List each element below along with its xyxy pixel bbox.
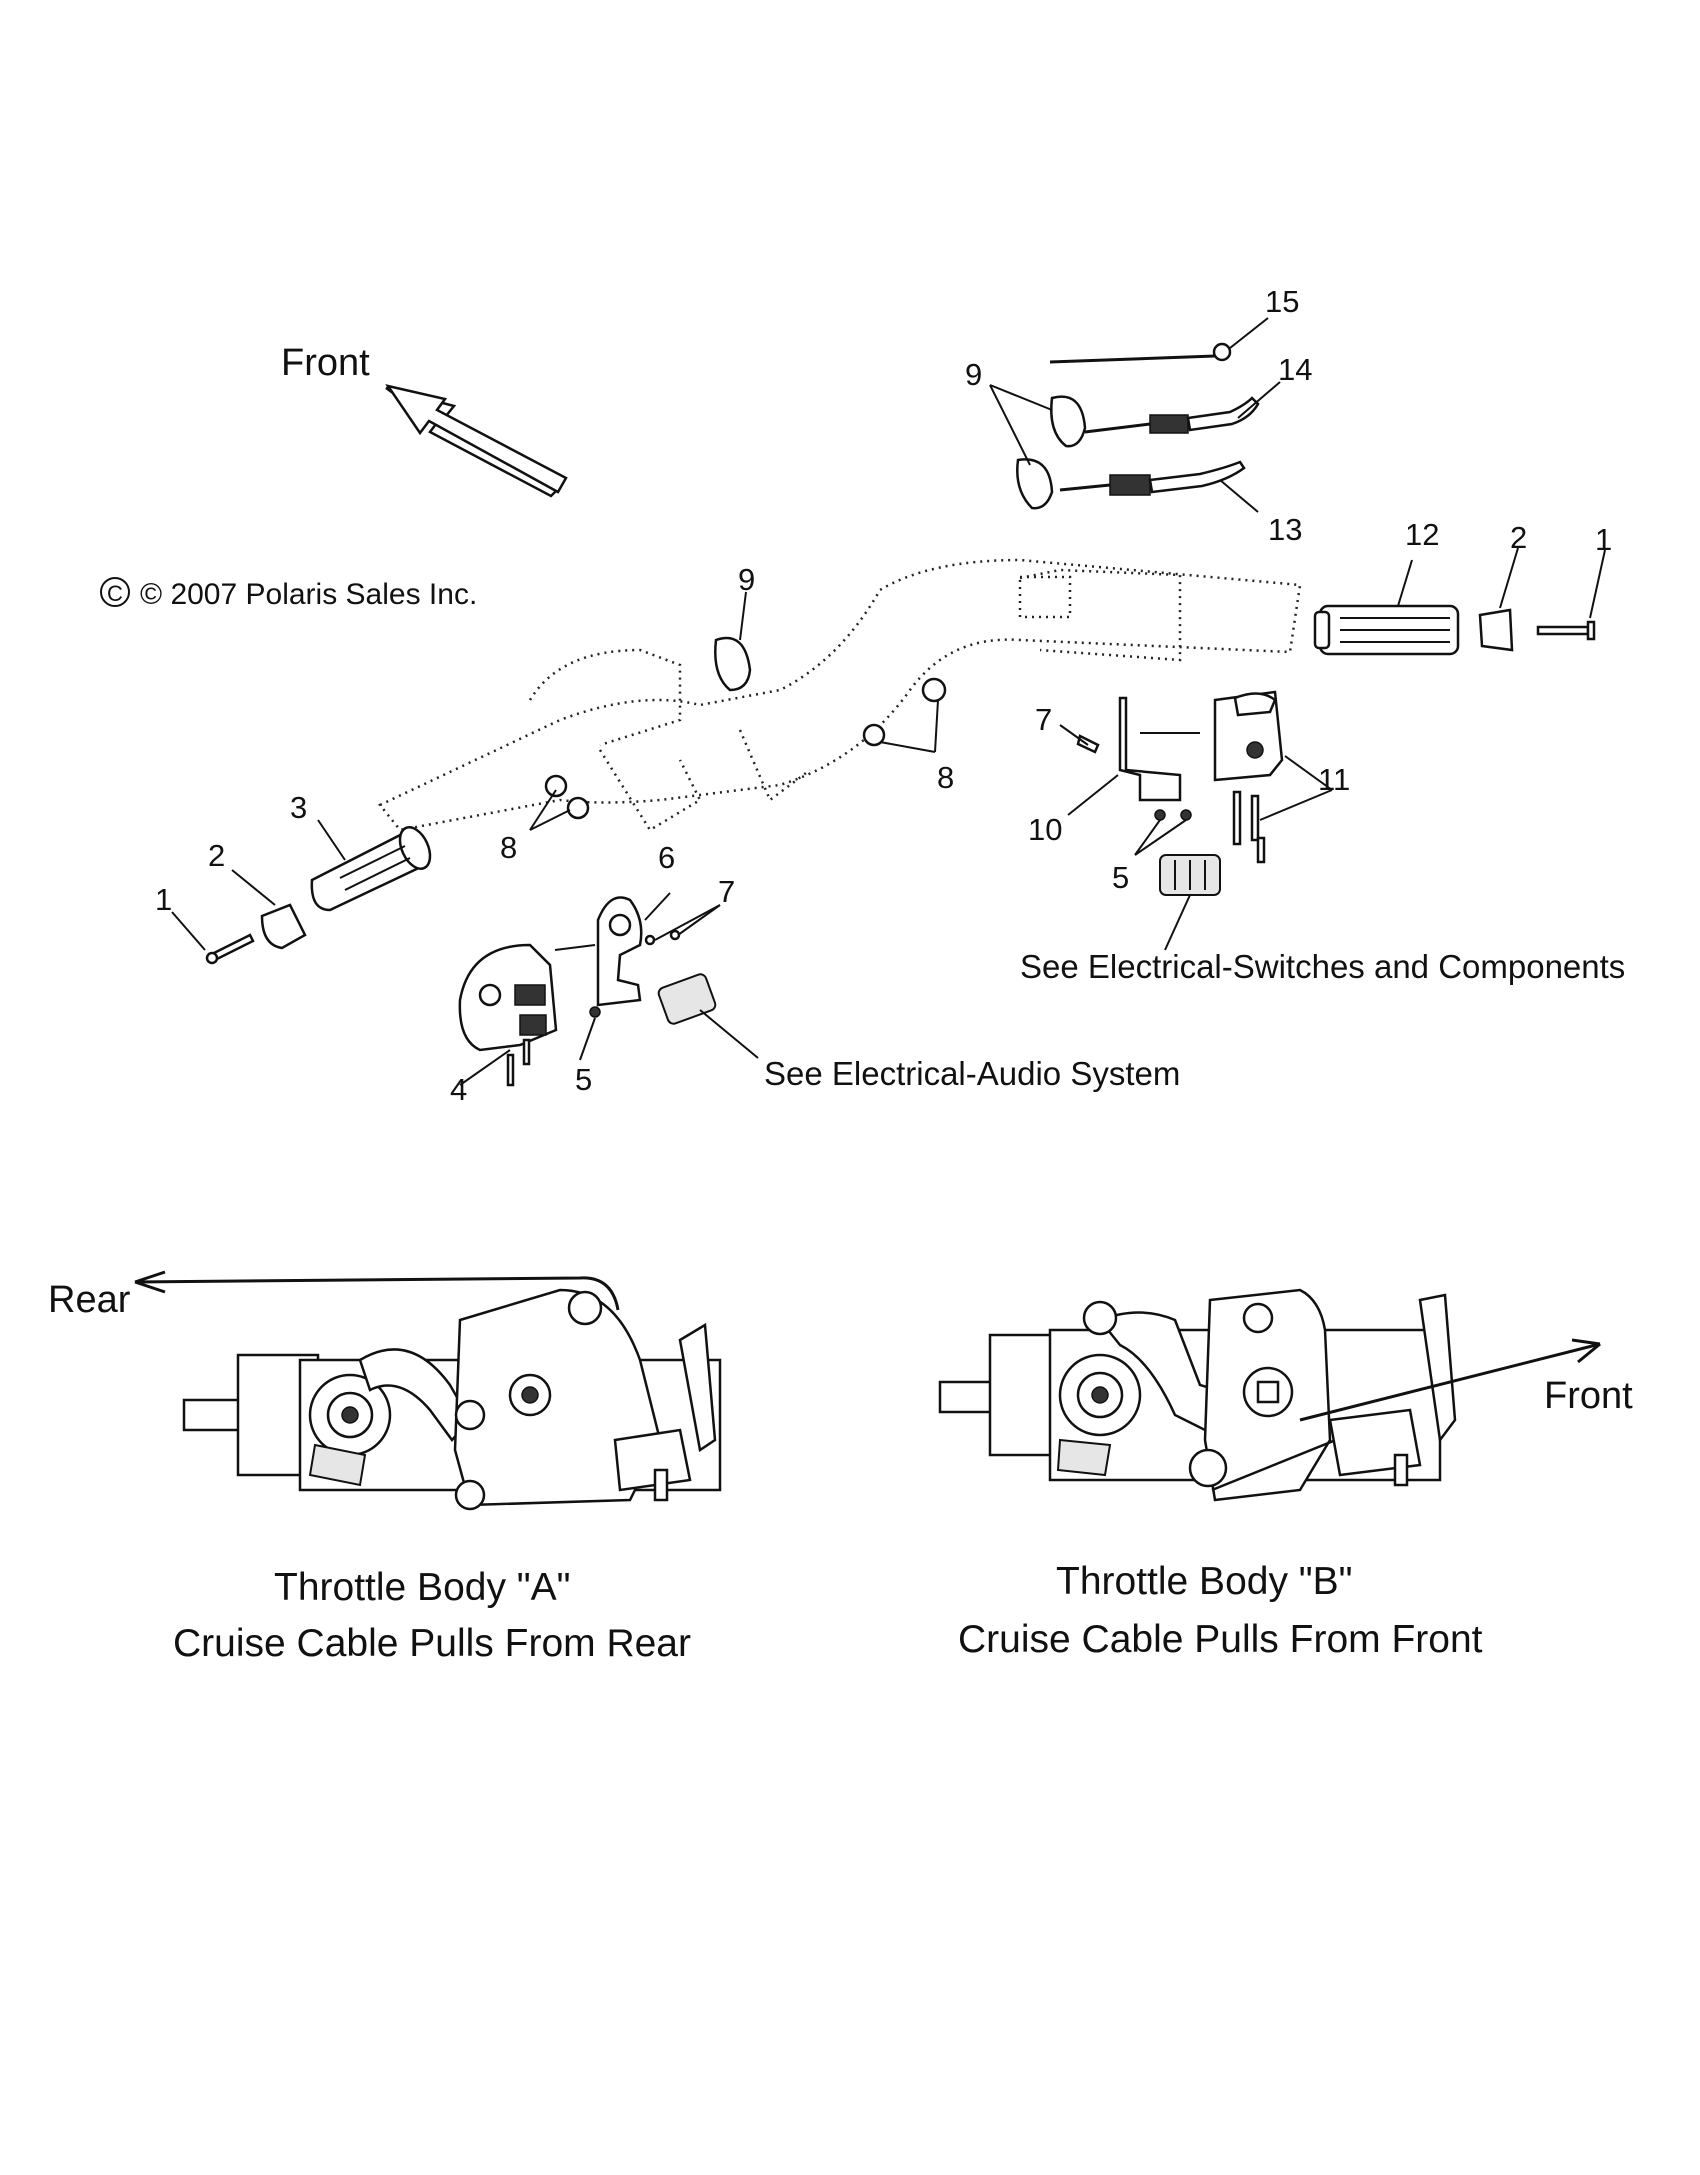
callout-5-right: 5	[1112, 860, 1129, 895]
front-label-top: Front	[281, 342, 370, 384]
callout-5-left: 5	[575, 1062, 592, 1097]
caption-b-sub: Cruise Cable Pulls From Front	[958, 1618, 1483, 1661]
callout-15: 15	[1265, 284, 1299, 319]
bracket-10	[1067, 696, 1200, 816]
bar-end-2-left	[231, 869, 307, 950]
grip-12-right	[1313, 559, 1460, 656]
grommet-9-top	[989, 384, 1087, 510]
caption-a-sub: Cruise Cable Pulls From Rear	[173, 1622, 691, 1665]
clips-8-left	[529, 774, 590, 831]
see-audio-note: See Electrical-Audio System	[764, 1055, 1180, 1092]
callout-6: 6	[658, 840, 675, 875]
front-label-b: Front	[1544, 1375, 1633, 1417]
handlebar	[378, 558, 1302, 832]
cable-13	[1059, 460, 1259, 513]
caption-a-title: Throttle Body "A"	[274, 1566, 570, 1609]
callout-2-left: 2	[208, 838, 225, 873]
bolt-1-left	[171, 911, 255, 965]
callout-2-right: 2	[1510, 520, 1527, 555]
clips-8-right	[862, 677, 947, 753]
copyright-icon: C	[100, 577, 130, 607]
throttle-body-b	[938, 1288, 1457, 1502]
screw-7-right	[1059, 724, 1100, 754]
front-direction-arrow	[385, 384, 568, 498]
callout-9-top: 9	[965, 357, 982, 392]
switch-housing-11	[1213, 690, 1333, 821]
arrow-up-left-icon	[385, 384, 568, 494]
callout-14: 14	[1278, 352, 1312, 387]
bar-end-2-right	[1478, 547, 1519, 652]
connector-right	[1159, 854, 1221, 951]
cable-15	[1049, 317, 1269, 364]
callout-1-left: 1	[155, 882, 172, 917]
copyright-text: © 2007 Polaris Sales Inc.	[140, 578, 477, 611]
rear-label: Rear	[48, 1279, 131, 1321]
front-arrow-b	[1299, 1338, 1601, 1422]
callout-11: 11	[1318, 762, 1350, 797]
callout-4: 4	[450, 1072, 467, 1107]
callout-1-right: 1	[1595, 522, 1612, 557]
callout-8-right: 8	[937, 760, 954, 795]
grommet-9-mid	[714, 591, 752, 692]
callout-8-left: 8	[500, 830, 517, 865]
callout-7-left: 7	[718, 874, 735, 909]
bolt-1-right	[1536, 549, 1606, 641]
caption-b-title: Throttle Body "B"	[1056, 1560, 1352, 1603]
see-switches-note: See Electrical-Switches and Components	[1020, 948, 1625, 985]
callout-7-right: 7	[1035, 702, 1052, 737]
callout-10: 10	[1028, 812, 1062, 847]
screws-4	[506, 1038, 531, 1087]
nut-5-left	[579, 1006, 601, 1061]
switch-housing-4	[458, 943, 558, 1086]
throttle-body-a	[134, 1270, 722, 1511]
callout-3: 3	[290, 790, 307, 825]
callout-13: 13	[1268, 512, 1302, 547]
callout-9-mid: 9	[738, 562, 755, 597]
screws-7-left	[644, 904, 721, 946]
svg-text:C: C	[107, 581, 123, 606]
nuts-5-right	[1134, 809, 1192, 856]
connector-left	[657, 973, 759, 1059]
screws-11	[1232, 790, 1266, 864]
bracket-6	[554, 892, 671, 1007]
grip-3-left	[310, 819, 432, 912]
cable-14	[1084, 381, 1281, 434]
callout-12: 12	[1405, 517, 1439, 552]
